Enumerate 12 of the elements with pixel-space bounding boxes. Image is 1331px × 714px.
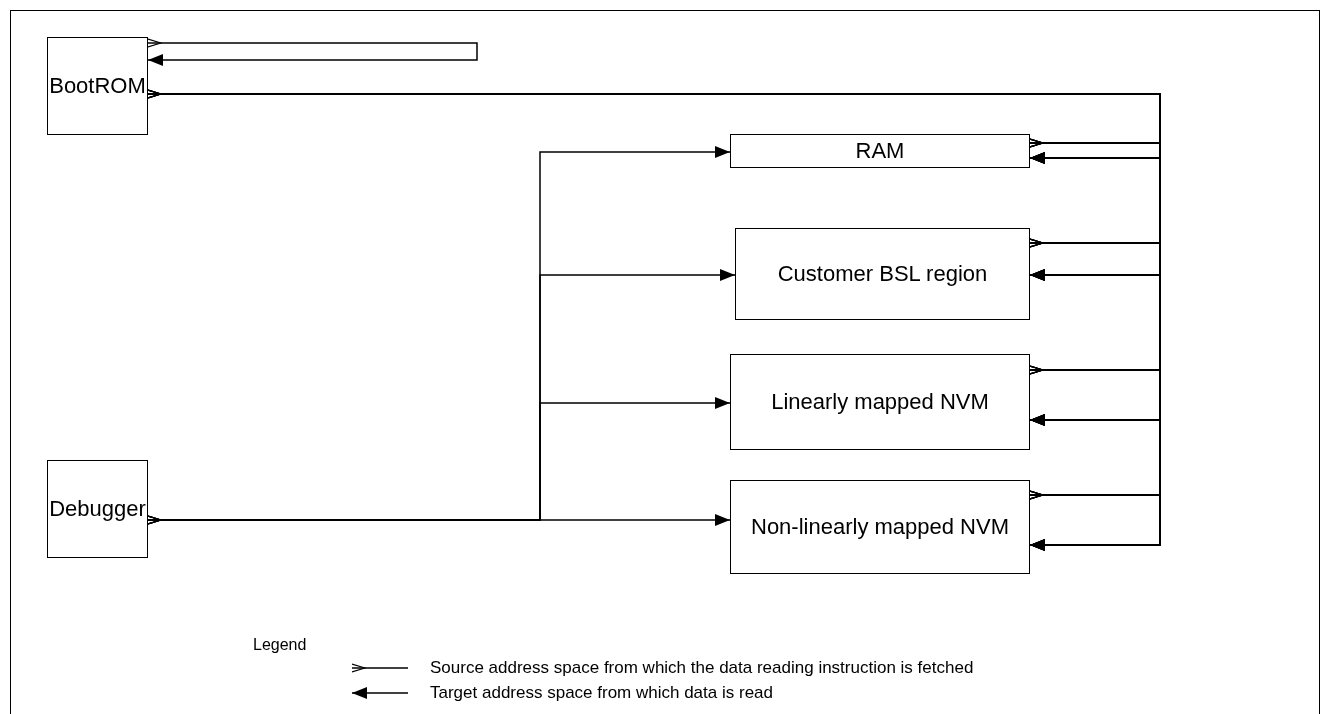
arrow <box>147 514 731 526</box>
block-box: Customer BSL region <box>735 228 1030 320</box>
arrow <box>1029 490 1161 551</box>
legend-text: Source address space from which the data reading instruction is fetched <box>430 658 974 678</box>
block-box: Debugger <box>47 460 148 558</box>
block-box: Non-linearly mapped NVM <box>730 480 1030 574</box>
block-box: Linearly mapped NVM <box>730 354 1030 450</box>
arrow <box>147 38 478 66</box>
block-box: BootROM <box>47 37 148 135</box>
block-box: RAM <box>730 134 1030 168</box>
legend-heading: Legend <box>253 636 307 654</box>
legend-text: Target address space from which data is read <box>430 683 773 703</box>
